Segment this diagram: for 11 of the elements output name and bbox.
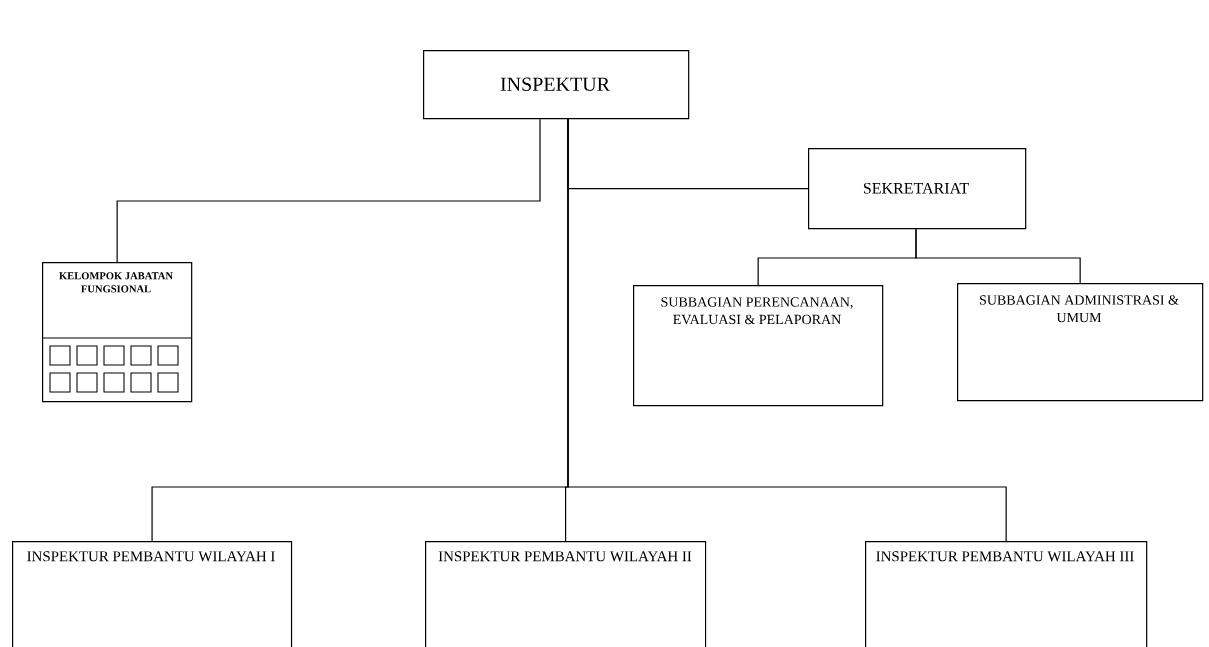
- subsection-box: SUBBAGIAN ADMINISTRASI & UMUM: [957, 283, 1204, 402]
- secretariat-box: SEKRETARIAT: [808, 148, 1027, 230]
- group-box: KELOMPOK JABATAN FUNGSIONAL: [41, 262, 193, 403]
- subsection-box: SUBBAGIAN PERENCANAAN, EVALUASI & PELAPORAN: [633, 285, 884, 407]
- unit-box: INSPEKTUR PEMBANTU WILAYAH III: [865, 541, 1148, 647]
- connector-line: [915, 228, 1081, 284]
- head-box: INSPEKTUR: [423, 50, 690, 120]
- connector-line: [116, 118, 541, 263]
- unit-box: INSPEKTUR PEMBANTU WILAYAH II: [425, 541, 707, 647]
- connector-line: [567, 118, 1007, 542]
- unit-box: INSPEKTUR PEMBANTU WILAYAH I: [12, 541, 293, 647]
